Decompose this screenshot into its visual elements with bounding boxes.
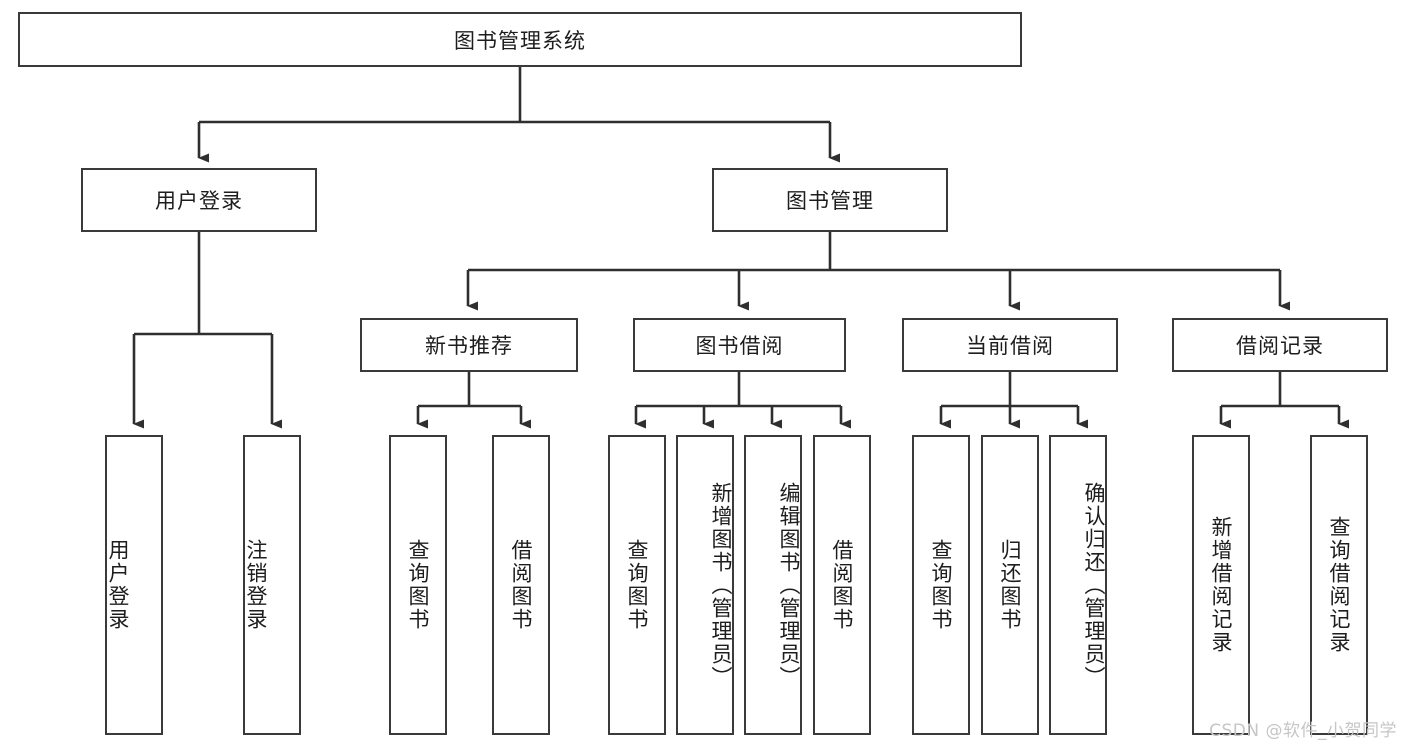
node-label: 图书管理 bbox=[786, 189, 874, 213]
node-label: 图书借阅 bbox=[695, 334, 784, 358]
node-book-management[interactable]: 图书管理 bbox=[712, 168, 948, 232]
node-leaf-add-book[interactable]: 新增图书（管理员） bbox=[676, 435, 734, 735]
node-leaf-query-book-borrow[interactable]: 查询图书 bbox=[608, 435, 666, 735]
node-label: 查询图书 bbox=[625, 539, 650, 631]
node-label: 新增借阅记录 bbox=[1209, 516, 1234, 654]
node-label: 编辑图书（管理员） bbox=[777, 481, 801, 689]
node-label: 查询图书 bbox=[929, 539, 954, 631]
node-label: 注销登录 bbox=[244, 539, 269, 631]
node-label: 新书推荐 bbox=[425, 334, 513, 358]
node-label: 当前借阅 bbox=[966, 334, 1054, 358]
node-label: 确认归还（管理员） bbox=[1082, 481, 1106, 689]
node-current-borrow[interactable]: 当前借阅 bbox=[902, 318, 1118, 372]
node-root-book-management-system[interactable]: 图书管理系统 bbox=[18, 12, 1022, 67]
node-leaf-add-borrow-record[interactable]: 新增借阅记录 bbox=[1192, 435, 1250, 735]
node-label: 查询图书 bbox=[406, 539, 431, 631]
node-label: 用户登录 bbox=[155, 189, 243, 213]
node-label: 借阅图书 bbox=[509, 539, 534, 631]
node-leaf-confirm-return[interactable]: 确认归还（管理员） bbox=[1049, 435, 1107, 735]
node-leaf-query-borrow-record[interactable]: 查询借阅记录 bbox=[1310, 435, 1368, 735]
node-new-book-recommend[interactable]: 新书推荐 bbox=[360, 318, 578, 372]
watermark: CSDN @软件_小贺同学 bbox=[1209, 721, 1397, 741]
node-label: 借阅记录 bbox=[1236, 334, 1324, 358]
node-label: 图书管理系统 bbox=[454, 28, 586, 53]
node-leaf-query-book-recommend[interactable]: 查询图书 bbox=[389, 435, 447, 735]
node-leaf-user-login[interactable]: 用户登录 bbox=[105, 435, 163, 735]
node-leaf-return-book[interactable]: 归还图书 bbox=[981, 435, 1039, 735]
node-label: 查询借阅记录 bbox=[1327, 516, 1352, 654]
node-leaf-borrow-book[interactable]: 借阅图书 bbox=[813, 435, 871, 735]
node-label: 归还图书 bbox=[998, 539, 1023, 631]
node-leaf-logout-login[interactable]: 注销登录 bbox=[243, 435, 301, 735]
node-leaf-borrow-book-recommend[interactable]: 借阅图书 bbox=[492, 435, 550, 735]
node-leaf-query-book-current[interactable]: 查询图书 bbox=[912, 435, 970, 735]
node-leaf-edit-book[interactable]: 编辑图书（管理员） bbox=[744, 435, 802, 735]
node-label: 用户登录 bbox=[106, 539, 131, 631]
node-label: 借阅图书 bbox=[830, 539, 855, 631]
node-book-borrow[interactable]: 图书借阅 bbox=[633, 318, 846, 372]
node-user-login[interactable]: 用户登录 bbox=[81, 168, 317, 232]
node-label: 新增图书（管理员） bbox=[709, 481, 733, 689]
node-borrow-record[interactable]: 借阅记录 bbox=[1172, 318, 1388, 372]
